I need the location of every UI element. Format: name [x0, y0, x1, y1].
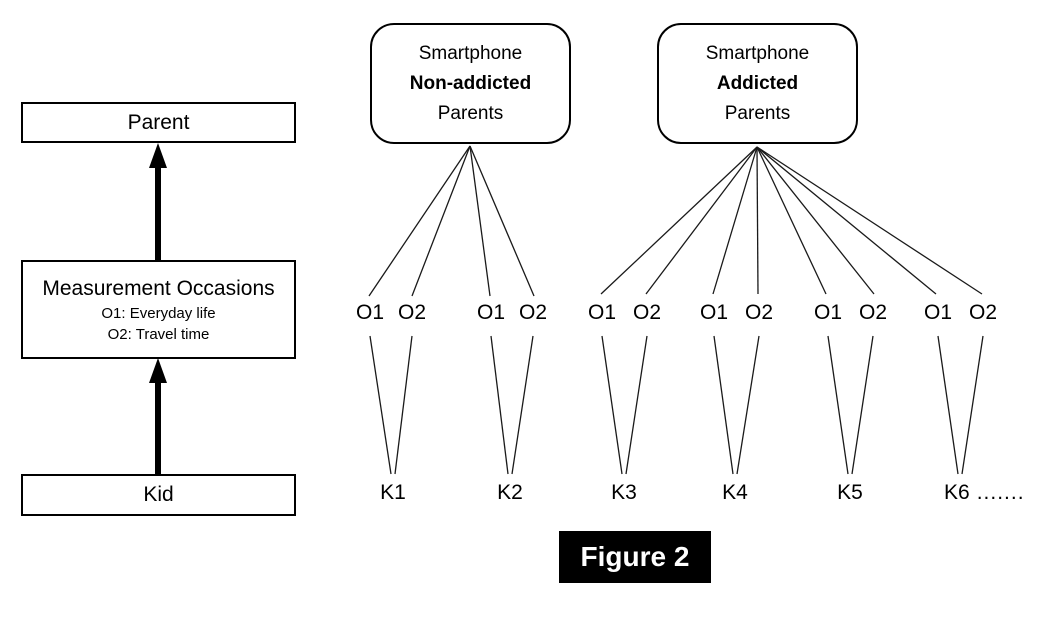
- connector-line: [394, 335, 413, 475]
- connector-line: [756, 146, 875, 295]
- occasion-label-o2-k1: O2: [397, 301, 426, 324]
- occasion-label-o2-k2: O2: [518, 301, 547, 324]
- group-title-line: Parents: [724, 102, 791, 124]
- occasion-label-o1-k3: O1: [587, 301, 616, 324]
- kid-box-label: Kid: [143, 483, 174, 506]
- connector-line: [490, 335, 509, 475]
- kid-label-k2: K2: [497, 481, 523, 504]
- connector-line: [411, 145, 471, 297]
- occasion-label-o2-k4: O2: [744, 301, 773, 324]
- occasion-label-o2-k6: O2: [968, 301, 997, 324]
- kid-label-k1: K1: [380, 481, 406, 504]
- connector-line: [736, 335, 760, 475]
- occasion-label-o1-k5: O1: [813, 301, 842, 324]
- kid-label-k6-text: K6: [944, 481, 970, 504]
- group-title-line: Smartphone: [705, 42, 810, 64]
- connector-line: [469, 145, 535, 297]
- measurement-occasions-box: Measurement Occasions O1: Everyday life …: [21, 260, 296, 359]
- group-title-line: Parents: [437, 102, 504, 124]
- kid-label-k3: K3: [611, 481, 637, 504]
- connector-line: [369, 335, 392, 475]
- group-title-line: Smartphone: [418, 42, 523, 64]
- measurement-box-title: Measurement Occasions: [42, 276, 275, 300]
- connector-line: [961, 335, 984, 475]
- connector-line: [937, 335, 959, 475]
- connector-line: [756, 146, 983, 295]
- arrow-measurement-to-parent: [149, 143, 167, 260]
- occasion-label-o1-k6: O1: [923, 301, 952, 324]
- fan-addicted: [600, 146, 983, 295]
- kid-label-k4: K4: [722, 481, 748, 504]
- kid-box: Kid: [21, 474, 296, 516]
- kid-label-k6: K6.......: [944, 481, 1025, 505]
- connector-line: [645, 146, 758, 295]
- connector-line: [511, 335, 534, 475]
- v-lines-kids: [369, 335, 984, 475]
- addicted-parents-box: Smartphone Addicted Parents: [657, 23, 858, 144]
- kid-label-k5: K5: [837, 481, 863, 504]
- non-addicted-parents-box: Smartphone Non-addicted Parents: [370, 23, 571, 144]
- connector-line: [469, 145, 491, 297]
- occasion-label-o1-k4: O1: [699, 301, 728, 324]
- connector-line: [827, 335, 849, 475]
- parent-box-label: Parent: [127, 110, 190, 134]
- figure-caption-label: Figure 2: [580, 541, 690, 572]
- connector-line: [851, 335, 874, 475]
- figure-caption: Figure 2: [559, 531, 711, 583]
- connector-line: [368, 145, 471, 297]
- connector-line: [601, 335, 623, 475]
- group-title-line-bold: Non-addicted: [409, 72, 532, 94]
- group-title-line-bold: Addicted: [716, 72, 799, 94]
- arrow-kid-to-measurement: [149, 358, 167, 475]
- occasion-label-o1-k1: O1: [355, 301, 384, 324]
- connector-line: [625, 335, 648, 475]
- fan-non-addicted: [368, 145, 535, 297]
- connector-line: [600, 146, 758, 295]
- measurement-o2-definition: O2: Travel time: [107, 325, 210, 343]
- connector-line: [756, 146, 827, 295]
- occasion-label-o1-k2: O1: [476, 301, 505, 324]
- parent-box: Parent: [21, 102, 296, 143]
- connector-line: [712, 146, 758, 295]
- measurement-o1-definition: O1: Everyday life: [101, 304, 216, 322]
- connector-line: [756, 146, 937, 295]
- connector-line: [713, 335, 734, 475]
- kid-list-ellipsis: .......: [976, 481, 1025, 504]
- connector-line: [756, 146, 759, 295]
- occasion-label-o2-k3: O2: [632, 301, 661, 324]
- occasion-label-o2-k5: O2: [858, 301, 887, 324]
